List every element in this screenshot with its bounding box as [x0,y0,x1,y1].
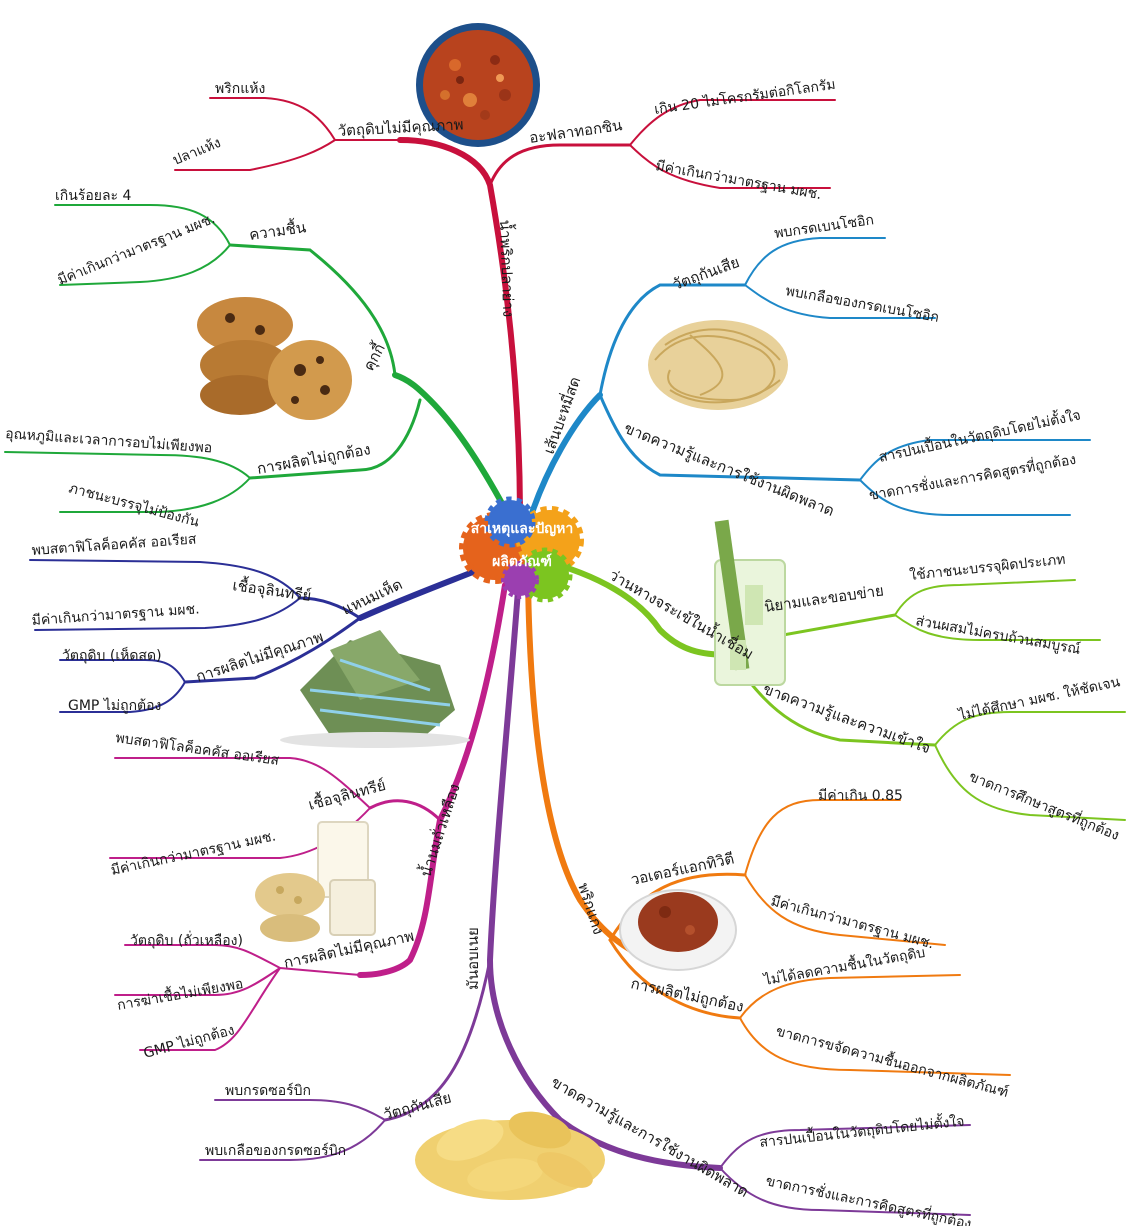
leaf-label-orange-1: มีค่าเกิน 0.85 [818,788,903,804]
leaf-label-magenta-3: วัตถุดิบ (ถั่วเหลือง) [130,931,243,949]
leaf-label-navy-2: มีค่าเกินกว่ามาตรฐาน มผช. [31,601,200,629]
sub-label-blue-2: ขาดความรู้และการใช้งานผิดพลาด [622,419,837,520]
sub-label-navy-1: เชื้อจุลินทรีย์ [231,574,312,606]
sub-label-blue-1: วัตถุกันเสีย [670,253,742,295]
leaf-label-navy-1: พบสตาฟิโลค็อคคัส ออเรียส [31,529,197,558]
branch-label-red: น้ำพริกปลาย่าง [496,219,519,317]
branch-label-green: คุกกี้ [358,339,390,375]
leaf-label-green-2: มีค่าเกินกว่ามาตรฐาน มผช. [56,211,218,289]
noodles-image [648,320,788,410]
leaf-label-blue-2: พบเกลือของกรดเบนโซอิก [784,282,940,326]
branch-label-magenta: น้ำนมถั่วเหลือง [415,781,464,879]
leaf-label-lime-3: ไม่ได้ศึกษา มผช. ให้ชัดเจน [956,673,1122,724]
leaf-label-orange-3: ไม่ได้ลดความชื้นในวัตถุดิบ [761,942,926,989]
cookies-image [197,297,352,420]
leaf-label-purple-2: พบเกลือของกรดซอร์บิก [205,1142,346,1159]
leaf-label-red-1: พริกแห้ง [215,81,265,97]
labels: น้ำพริกปลาย่าง วัตถุดิบไม่มีคุณภาพ อะฟลา… [5,76,1122,1226]
branch-lines-blue [528,238,1090,525]
leaf-label-red-3: เกิน 20 ไมโครกรัมต่อกิโลกรัม [653,76,836,118]
center-title-line1: สาเหตุและปัญหา [471,521,574,537]
leaf-label-magenta-2: มีค่าเกินกว่ามาตรฐาน มผช. [110,828,278,879]
branch-label-orange: พริกแกง [574,881,608,937]
sub-label-green-1: ความชื้น [248,216,307,244]
center-node: สาเหตุและปัญหา ผลิตภัณฑ์ [463,500,580,599]
branch-label-blue: เส้นบะหมี่สด [538,374,584,457]
leaf-label-lime-1: ใช้ภาชนะบรรจุผิดประเภท [909,551,1067,584]
leaf-label-red-2: ปลาแห้ง [171,135,224,169]
leaf-label-purple-1: พบกรดซอร์บิก [225,1082,311,1099]
sub-label-red-2: อะฟลาทอกซิน [528,116,623,147]
curry-paste-image [620,890,736,970]
potato-chips-image [415,1105,605,1200]
sub-label-magenta-1: เชื้อจุลินทรีย์ [306,774,388,815]
sub-label-orange-1: วอเตอร์แอกทิวิตี [629,849,736,888]
leaf-label-magenta-4: การฆ่าเชื้อไม่เพียงพอ [115,973,244,1014]
center-title-line2: ผลิตภัณฑ์ [492,553,552,570]
leaf-label-navy-4: GMP ไม่ถูกต้อง [68,697,161,714]
leaf-label-magenta-1: พบสตาฟิโลค็อคคัส ออเรียส [114,728,280,769]
leaf-label-green-1: เกินร้อยละ 4 [55,188,132,204]
leaf-label-lime-2: ส่วนผสมไม่ครบถ้วนสมบูรณ์ [914,612,1081,658]
leaf-label-green-4: ภาชนะบรรจุไม่ป้องกัน [67,479,201,530]
branch-label-purple: มันอบเนย [464,927,482,990]
sub-label-purple-1: วัตถุกันเสีย [381,1088,453,1124]
leaf-label-orange-4: ขาดการขจัดความชื้นออกจากผลิตภัณฑ์ [774,1021,1011,1102]
sub-label-orange-2: การผลิตไม่ถูกต้อง [629,974,745,1016]
leaf-label-navy-3: วัตถุดิบ (เห็ดสด) [62,646,162,664]
sub-label-navy-2: การผลิตไม่มีคุณภาพ [194,628,326,687]
leaf-label-purple-4: ขาดการชั่งและการคิดสูตรที่ถูกต้อง [764,1171,973,1226]
leaf-label-magenta-5: GMP ไม่ถูกต้อง [142,1021,237,1062]
leaf-label-red-4: มีค่าเกินกว่ามาตรฐาน มผช. [654,158,822,203]
